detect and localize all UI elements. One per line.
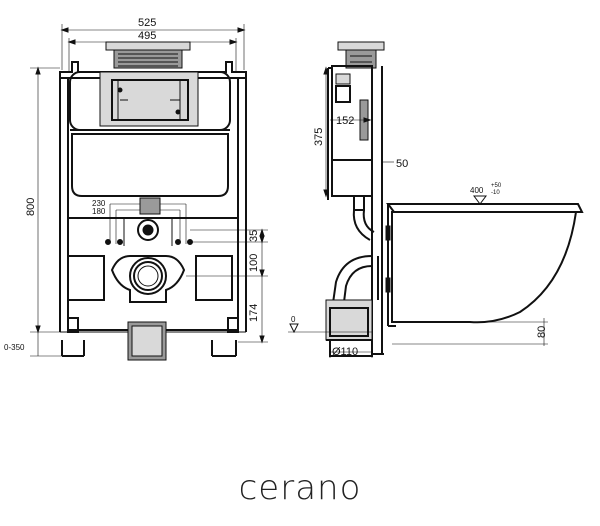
side-view: 375 152 50 0 Ø110	[288, 41, 408, 358]
side-dimensions: 375 152 50 0 Ø110	[288, 66, 408, 358]
height-800-label: 800	[25, 198, 37, 216]
spacing-180-label: 180	[92, 207, 106, 216]
bowl-gap-dimension: 80	[392, 318, 548, 346]
bowl-tol-minus-label: -10	[491, 190, 500, 196]
floor-range-label: 0-350	[4, 343, 25, 352]
bowl-tol-plus-label: +50	[491, 183, 502, 189]
frame-feet	[61, 317, 239, 361]
cistern-lower	[71, 133, 229, 197]
width-dimension: 525 495	[60, 17, 246, 72]
bowl-height-dimension: 400 +50 -10	[470, 183, 502, 205]
height-dimension: 800 0-350	[4, 66, 62, 357]
pipe-diameter-label: Ø110	[332, 346, 358, 358]
front-view: 525 495	[4, 17, 268, 361]
height-35-label: 35	[248, 230, 260, 242]
brand-logo: cerano	[238, 468, 362, 508]
frame-50-label: 50	[396, 158, 408, 170]
width-inner-label: 495	[138, 30, 156, 42]
depth-152-label: 152	[336, 115, 354, 127]
outlet-fittings: 230 180	[92, 197, 193, 246]
plate-vents	[118, 53, 178, 67]
toilet-bowl: 400 +50 -10 80	[385, 183, 584, 346]
side-flush-pipe	[352, 195, 375, 241]
floor-zero-label: 0	[291, 315, 296, 324]
spacing-230-label: 230	[92, 199, 106, 208]
bowl-gap-label: 80	[536, 326, 548, 338]
height-100-label: 100	[248, 254, 260, 272]
height-174-label: 174	[248, 304, 260, 322]
flush-plate	[105, 41, 191, 51]
width-outer-label: 525	[138, 17, 156, 29]
lower-panels	[67, 255, 233, 303]
cistern-upper	[69, 71, 231, 131]
side-cistern	[331, 65, 373, 197]
right-dimensions: 35 100 174	[186, 228, 268, 344]
side-drain-elbow	[325, 255, 379, 357]
depth-375-label: 375	[313, 128, 325, 146]
bowl-height-label: 400	[470, 186, 484, 195]
side-flush-plate	[337, 41, 385, 51]
